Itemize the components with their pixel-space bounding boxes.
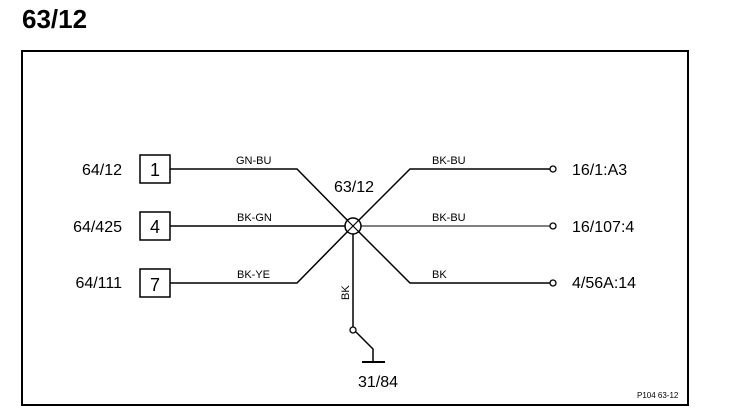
pin-box-1 [139,154,171,184]
reference-code: P104 63-12 [637,391,679,400]
wire-label-ground: BK [340,285,352,300]
diagram-frame [21,50,689,406]
source-label-3: 64/111 [75,275,122,292]
page-title: 63/12 [22,4,88,34]
source-label-2: 64/425 [73,219,122,236]
wire-label-right-2: BK-BU [432,212,466,224]
terminal-right-1 [549,165,557,173]
wire-label-left-3: BK-YE [237,269,270,281]
wire-left-3 [170,225,354,284]
ground-connector [355,331,374,362]
ground-label: 31/84 [358,374,398,391]
wire-label-left-1: GN-BU [236,155,272,167]
target-label-2: 16/107:4 [572,219,634,236]
splice-cross-2 [346,219,360,233]
pin-number-7: 7 [150,275,160,295]
source-label-1: 64/12 [82,162,122,179]
pin-box-4 [139,211,171,241]
wire-label-right-1: BK-BU [432,155,466,167]
wire-left-1 [170,168,354,227]
terminal-right-3 [549,279,557,287]
ground-terminal [349,326,357,334]
wire-label-left-2: BK-GN [237,212,272,224]
pin-number-4: 4 [150,217,160,237]
target-label-3: 4/56A:14 [572,275,636,292]
wire-right-3 [352,225,550,284]
node-label: 63/12 [334,179,374,196]
wire-right-1 [352,168,550,227]
target-label-1: 16/1:A3 [572,162,627,179]
wire-label-right-3: BK [432,269,447,281]
terminal-right-2 [549,222,557,230]
pin-number-1: 1 [150,160,160,180]
